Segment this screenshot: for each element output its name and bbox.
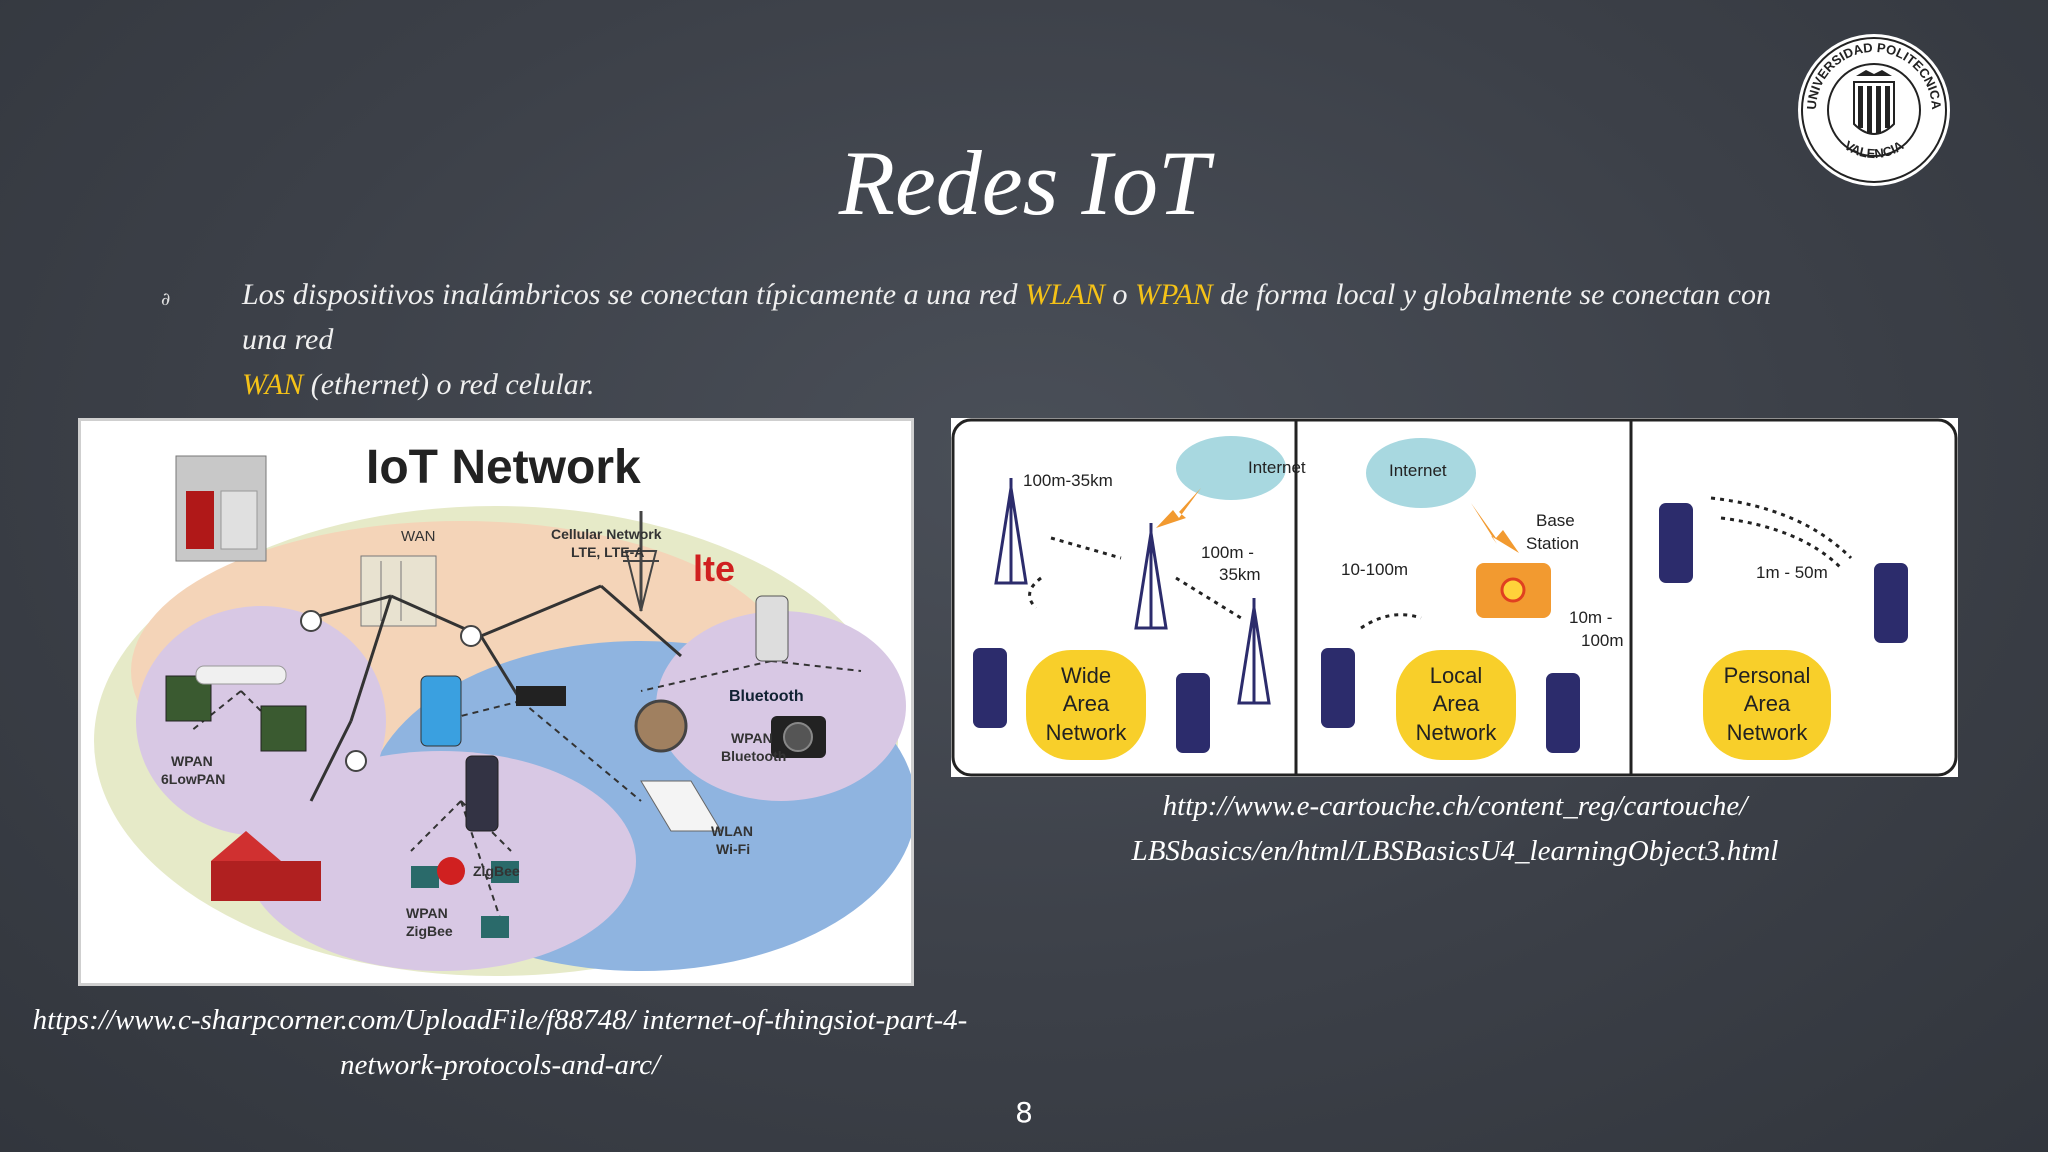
wan-badge-text: Area xyxy=(1063,691,1110,716)
bullet-icon: ∂ xyxy=(161,289,171,310)
wlan-label-2: Wi-Fi xyxy=(716,841,750,857)
network-range-diagram: Internet 100m-35km 100m - 35km Wide Area… xyxy=(951,418,1958,777)
range-label: 100m - xyxy=(1201,543,1254,562)
bluetooth-label: Bluetooth xyxy=(729,688,804,705)
figure-title: IoT Network xyxy=(366,441,641,494)
range-label: 10m - xyxy=(1569,608,1612,627)
pan-badge-text: Network xyxy=(1727,720,1809,745)
slide-title: Redes IoT xyxy=(838,132,1210,234)
right-figure-caption: http://www.e-cartouche.ch/content_reg/ca… xyxy=(1100,784,1810,874)
base-station-label: Station xyxy=(1526,534,1579,553)
zigbee-label: ZigBee xyxy=(473,863,520,879)
internet-label: Internet xyxy=(1248,458,1306,477)
range-label: 10-100m xyxy=(1341,560,1408,579)
iot-network-figure: IoT Network lte xyxy=(78,418,916,986)
wpan-6lowpan-label-2: 6LowPAN xyxy=(161,771,225,787)
bullet-text-part: Los dispositivos inalámbricos se conecta… xyxy=(242,278,1025,311)
lte-logo: lte xyxy=(693,548,735,589)
wlan-label: WLAN xyxy=(711,823,753,839)
range-label: 100m-35km xyxy=(1023,471,1113,490)
highlight-wlan: WLAN xyxy=(1024,278,1105,311)
lan-badge-text: Network xyxy=(1416,720,1498,745)
caption-line: LBSbasics/en/html/LBSBasicsU4_learningOb… xyxy=(1131,835,1779,867)
pan-badge-text: Area xyxy=(1744,691,1791,716)
network-range-figure: Internet 100m-35km 100m - 35km Wide Area… xyxy=(951,418,1958,777)
cellular-label: Cellular Network xyxy=(551,526,662,542)
bullet-text: Los dispositivos inalámbricos se conecta… xyxy=(242,272,1802,407)
lan-badge-text: Local xyxy=(1430,663,1483,688)
caption-line: http://www.e-cartouche.ch/content_reg/ca… xyxy=(1162,790,1748,822)
cellular-label-2: LTE, LTE-A xyxy=(571,544,644,560)
wpan-zigbee-label-2: ZigBee xyxy=(406,923,453,939)
bullet-text-part: de forma local y globalmente se conectan… xyxy=(242,278,1771,356)
internet-label: Internet xyxy=(1389,461,1447,480)
caption-line: network-protocols-and-arc/ xyxy=(339,1049,661,1081)
range-label: 1m - 50m xyxy=(1756,563,1828,582)
svg-text:VALENCIA: VALENCIA xyxy=(1842,137,1907,161)
iot-network-diagram: IoT Network lte xyxy=(94,441,916,976)
caption-line: https://www.c-sharpcorner.com/UploadFile… xyxy=(32,1004,968,1036)
wpan-bt-label-2: Bluetooth xyxy=(721,748,786,764)
bullet-text-part: o xyxy=(1105,278,1135,311)
lan-badge-text: Area xyxy=(1433,691,1480,716)
wan-badge-text: Network xyxy=(1046,720,1128,745)
pan-badge-text: Personal xyxy=(1724,663,1811,688)
wpan-bt-label: WPAN xyxy=(731,730,773,746)
page-number: 8 xyxy=(1015,1096,1033,1129)
range-label: 100m xyxy=(1581,631,1624,650)
highlight-wpan: WPAN xyxy=(1135,278,1213,311)
wpan-6lowpan-label: WPAN xyxy=(171,753,213,769)
bullet-text-part: (ethernet) o red celular. xyxy=(303,368,595,401)
range-label: 35km xyxy=(1219,565,1261,584)
university-seal-logo: UNIVERSIDAD POLITECNICA VALENCIA xyxy=(1798,34,1950,186)
wan-label: WAN xyxy=(401,528,435,545)
wan-badge-text: Wide xyxy=(1061,663,1111,688)
wpan-zigbee-label: WPAN xyxy=(406,905,448,921)
base-station-label: Base xyxy=(1536,511,1575,530)
left-figure-caption: https://www.c-sharpcorner.com/UploadFile… xyxy=(20,998,980,1088)
highlight-wan: WAN xyxy=(242,368,304,401)
